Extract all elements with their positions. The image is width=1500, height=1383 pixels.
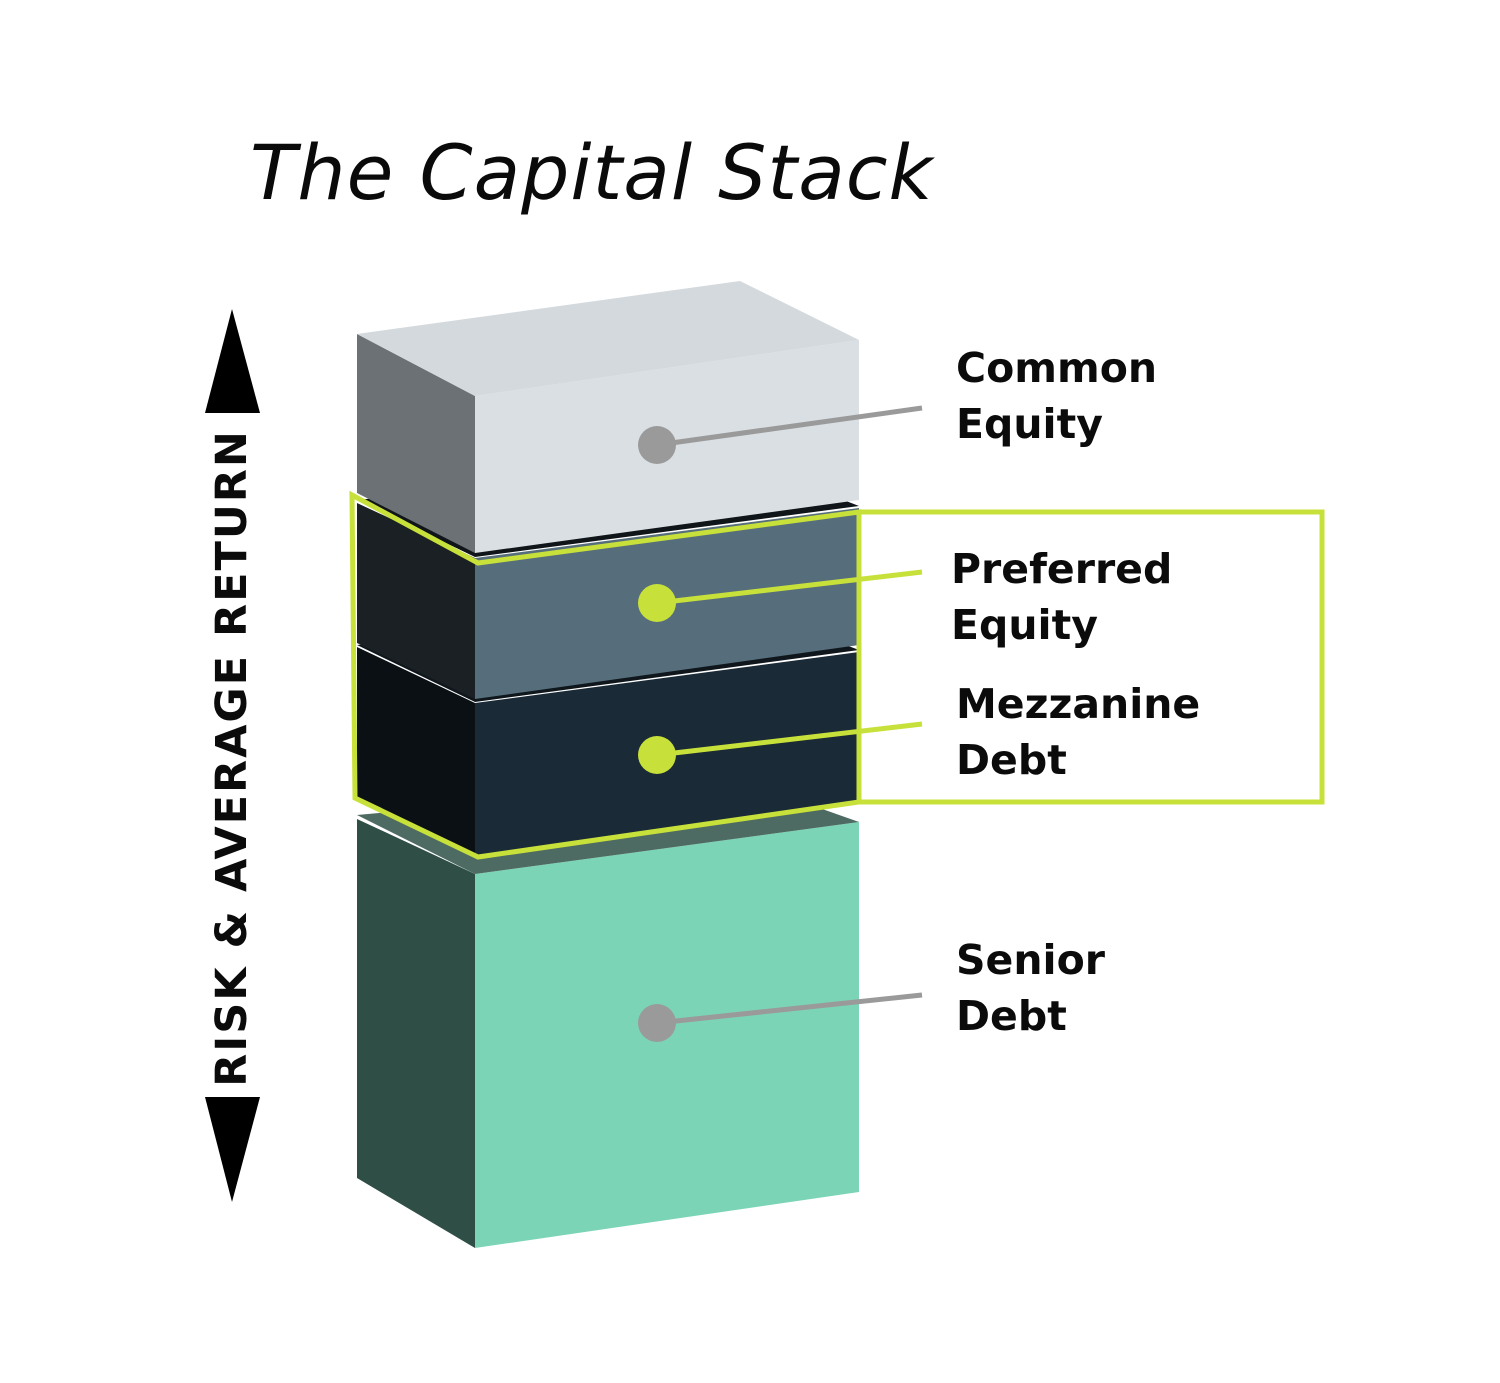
label-preferred-equity-line1: Preferred [951,545,1173,593]
senior-debt-block [357,780,859,1248]
label-senior-debt-line1: Senior [956,936,1105,984]
label-mezzanine-debt-line2: Debt [956,736,1067,784]
label-senior-debt: Senior Debt [956,932,1105,1044]
label-common-equity-line1: Common [956,344,1158,392]
common-equity-side [357,334,475,553]
preferred-equity-dot [638,584,676,622]
label-senior-debt-line2: Debt [956,992,1067,1040]
preferred-equity-connector [638,569,923,622]
label-mezzanine-debt: Mezzanine Debt [956,676,1200,788]
mezzanine-debt-connector [638,721,923,774]
diagram-title: The Capital Stack [250,128,934,217]
highlight-outline-stack [349,490,862,860]
label-preferred-equity-line2: Equity [951,601,1098,649]
label-common-equity-line2: Equity [956,400,1103,448]
label-common-equity: Common Equity [956,340,1157,452]
label-preferred-equity: Preferred Equity [951,541,1172,653]
common-equity-dot [638,426,676,464]
senior-debt-connector [638,992,923,1042]
mezzanine-debt-side [357,647,475,858]
senior-debt-side [357,819,475,1248]
preferred-equity-side [357,503,475,699]
highlight-outline [859,509,1325,805]
common-equity-top [357,281,859,396]
mezzanine-debt-dot [638,736,676,774]
arrow-down-icon [205,1097,260,1202]
risk-return-axis-label: RISK & AVERAGE RETURN [207,429,257,1087]
label-mezzanine-debt-line1: Mezzanine [956,680,1201,728]
senior-debt-dot [638,1004,676,1042]
common-equity-connector [638,405,923,464]
arrow-up-icon [205,309,260,413]
